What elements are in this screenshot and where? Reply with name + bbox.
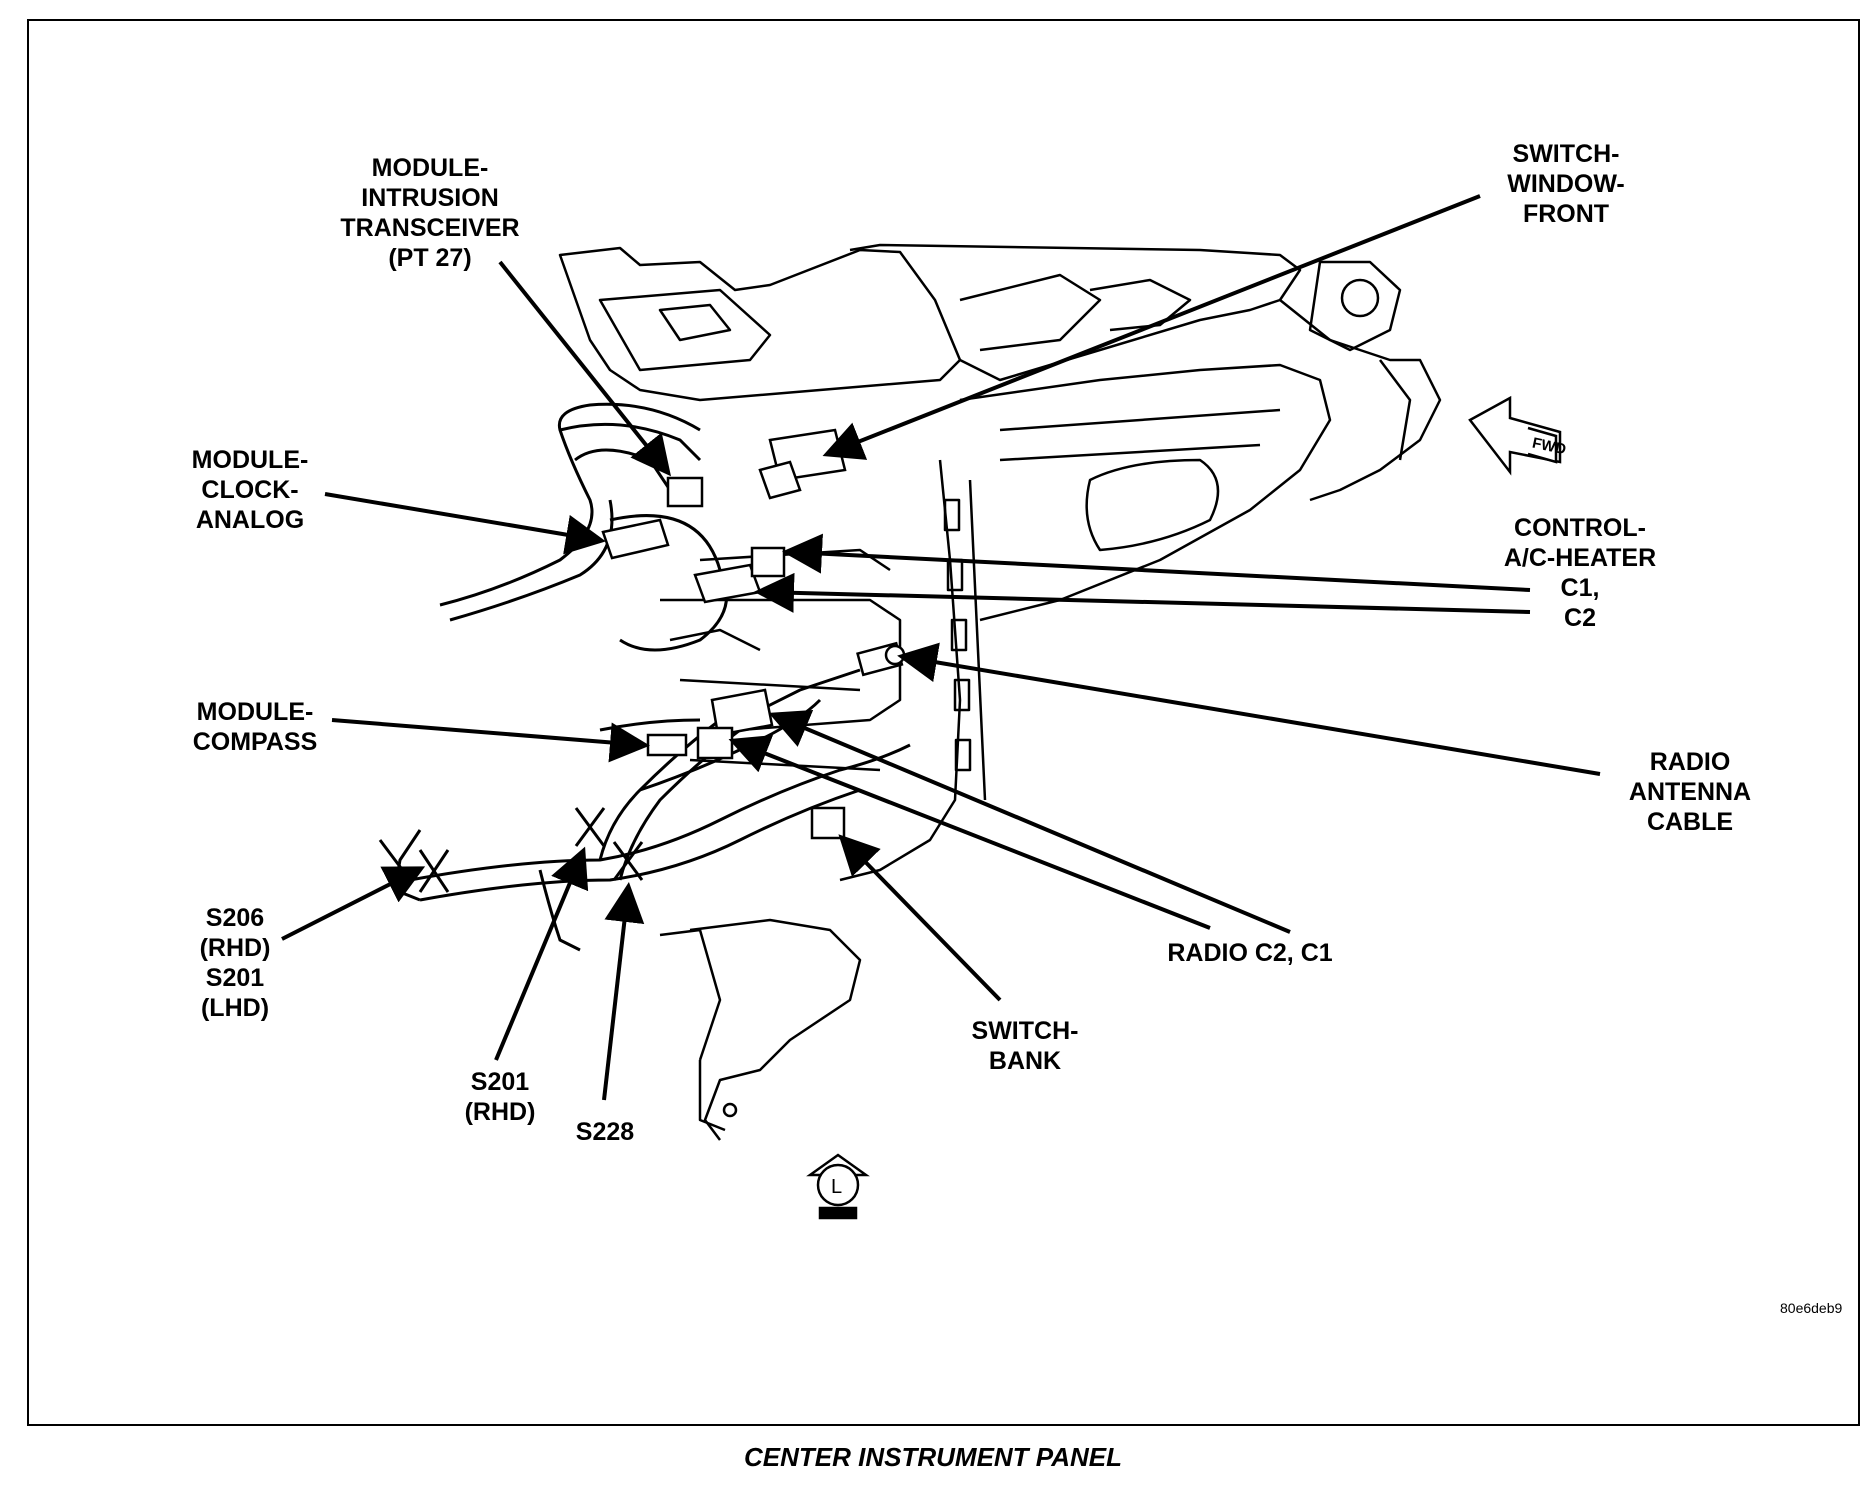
connector-compass <box>646 733 688 757</box>
connector-switch-bank <box>810 806 846 840</box>
splice-marks <box>418 807 644 893</box>
fwd-label: FWD <box>1531 435 1568 459</box>
instrument-panel-drawing <box>558 243 1442 1141</box>
label-radio-antenna-cable: RADIO ANTENNA CABLE <box>1628 748 1752 836</box>
label-module-clock-analog: MODULE- CLOCK- ANALOG <box>191 446 309 534</box>
label-switch-window-front: SWITCH- WINDOW- FRONT <box>1507 140 1625 228</box>
label-module-intrusion-transceiver: MODULE- INTRUSION TRANSCEIVER (PT 27) <box>340 154 520 272</box>
label-radio-c2-c1: RADIO C2, C1 <box>1167 939 1333 967</box>
connector-radio-c1 <box>696 726 734 760</box>
view-direction-icon <box>806 1153 870 1220</box>
label-control-ac-heater: CONTROL- A/C-HEATER C1, C2 <box>1503 514 1657 632</box>
connector-ac-heater-c2 <box>693 563 762 604</box>
diagram-frame <box>27 19 1860 1426</box>
label-s228: S228 <box>575 1118 635 1146</box>
figure-caption: CENTER INSTRUMENT PANEL <box>744 1442 1122 1472</box>
connector-intrusion-transceiver <box>666 476 704 508</box>
figure-id: 80e6deb9 <box>1780 1300 1843 1316</box>
label-module-compass: MODULE- COMPASS <box>192 698 318 756</box>
leader-lines <box>281 194 1601 1101</box>
label-s206-s201: S206 (RHD) S201 (LHD) <box>199 904 271 1022</box>
fwd-arrow-icon <box>1468 395 1562 476</box>
label-switch-bank: SWITCH- BANK <box>971 1017 1079 1075</box>
connectors <box>601 428 906 840</box>
connector-ac-heater-c1 <box>750 546 786 578</box>
connector-clock-analog <box>601 518 670 560</box>
label-s201-rhd: S201 (RHD) <box>464 1068 536 1126</box>
view-letter: L <box>831 1176 842 1198</box>
wiring-harness <box>378 402 911 952</box>
